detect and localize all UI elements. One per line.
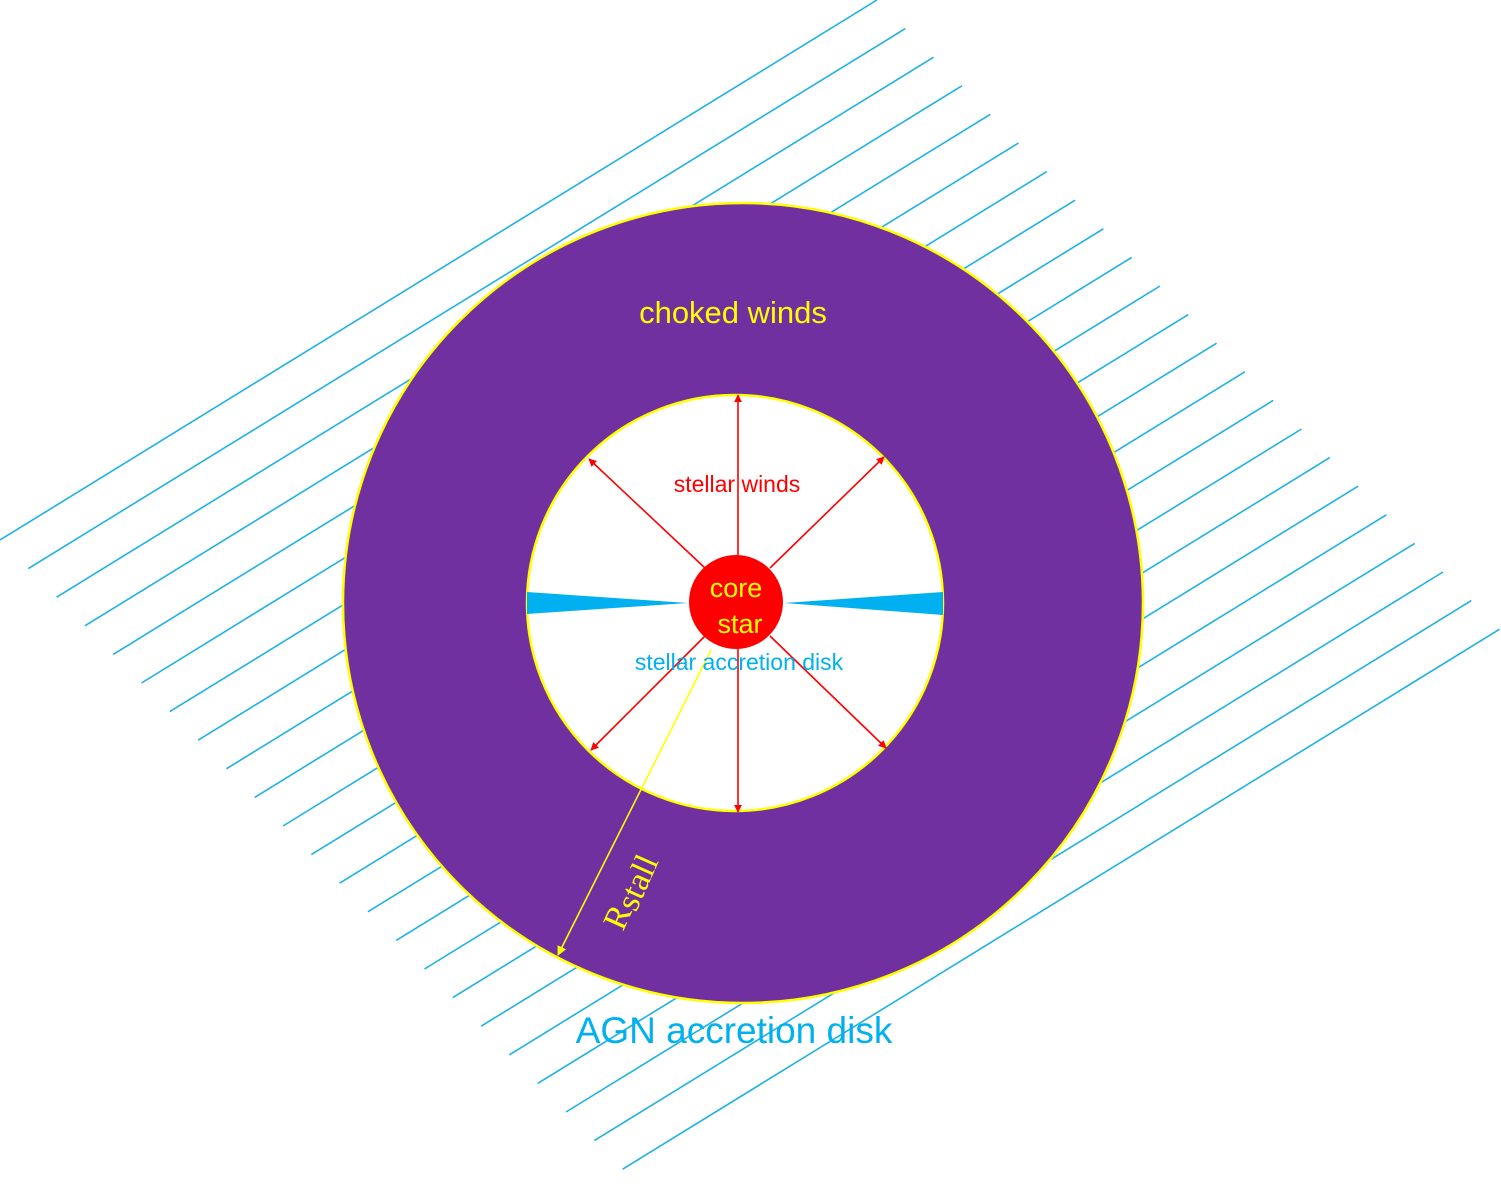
hatch-line [622,628,1501,1170]
agn-accretion-disk-label: AGN accretion disk [576,1010,893,1051]
wind-arrow-upleft [588,458,706,569]
stellar-disk-right-wedge [784,592,943,615]
core-star-label-line2: star [717,609,762,639]
stellar-accretion-disk-label: stellar accretion disk [635,649,844,675]
r-stall-arrow [557,649,712,956]
stellar-wind-arrows [588,394,887,813]
wind-arrow-downleft [590,635,706,751]
hatch-line [0,0,878,541]
wind-arrow-upright [769,456,885,569]
core-star [689,555,783,649]
stellar-winds-label: stellar winds [674,471,801,497]
hatch-line [27,27,906,570]
wind-arrow-downright [769,635,887,749]
stellar-disk-left-wedge [527,592,688,614]
core-star-label-line1: core [710,573,763,603]
choked-winds-label: choked winds [639,295,827,330]
